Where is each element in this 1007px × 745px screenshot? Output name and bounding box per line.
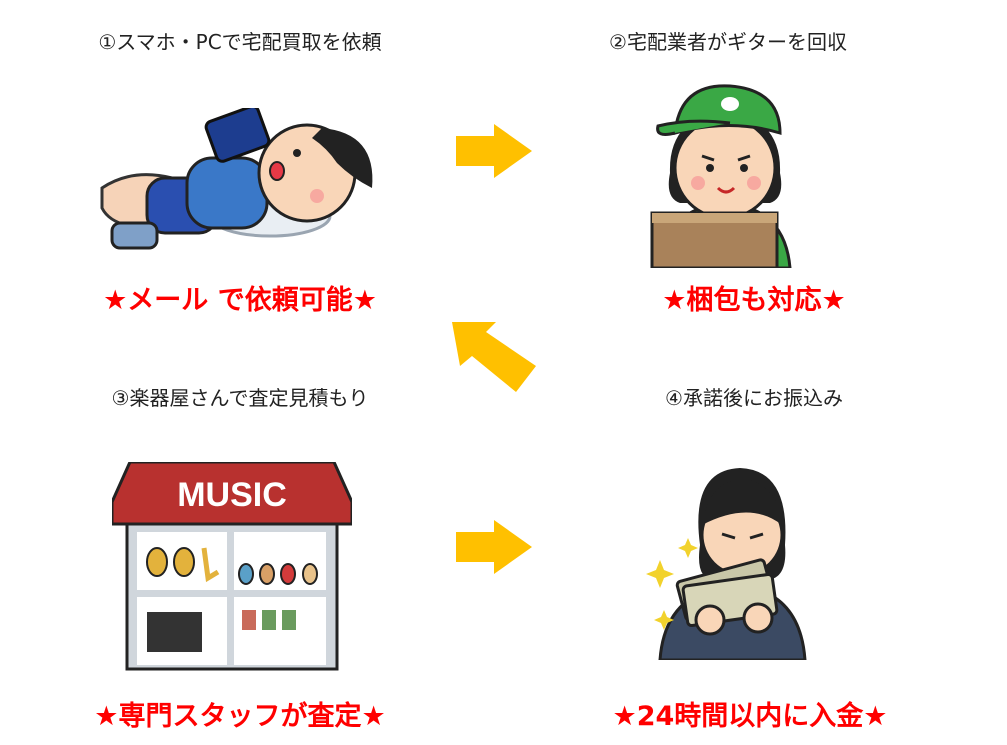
step2-highlight: ★梱包も対応★ — [662, 285, 846, 316]
arrow-down-left-icon — [452, 322, 536, 392]
arrow-right-icon — [456, 124, 532, 178]
step1-title: ①スマホ・PCで宅配買取を依頼 — [98, 30, 382, 54]
arrow-right-icon — [456, 520, 532, 574]
person-lying-with-smartphone-icon — [100, 108, 373, 250]
step3-highlight: ★専門スタッフが査定★ — [94, 701, 386, 732]
step4-highlight: ★24時間以内に入金★ — [612, 701, 888, 732]
step4-title: ④承諾後にお振込み — [665, 386, 843, 410]
delivery-staff-with-box-icon — [650, 84, 792, 268]
person-counting-money-icon — [646, 468, 807, 660]
store-sign: MUSIC — [177, 476, 287, 514]
step2-title: ②宅配業者がギターを回収 — [609, 30, 847, 54]
music-store-icon: MUSIC — [112, 462, 352, 671]
step3-title: ③楽器屋さんで査定見積もり — [111, 386, 369, 410]
step1-highlight: ★メール で依頼可能★ — [103, 285, 377, 316]
